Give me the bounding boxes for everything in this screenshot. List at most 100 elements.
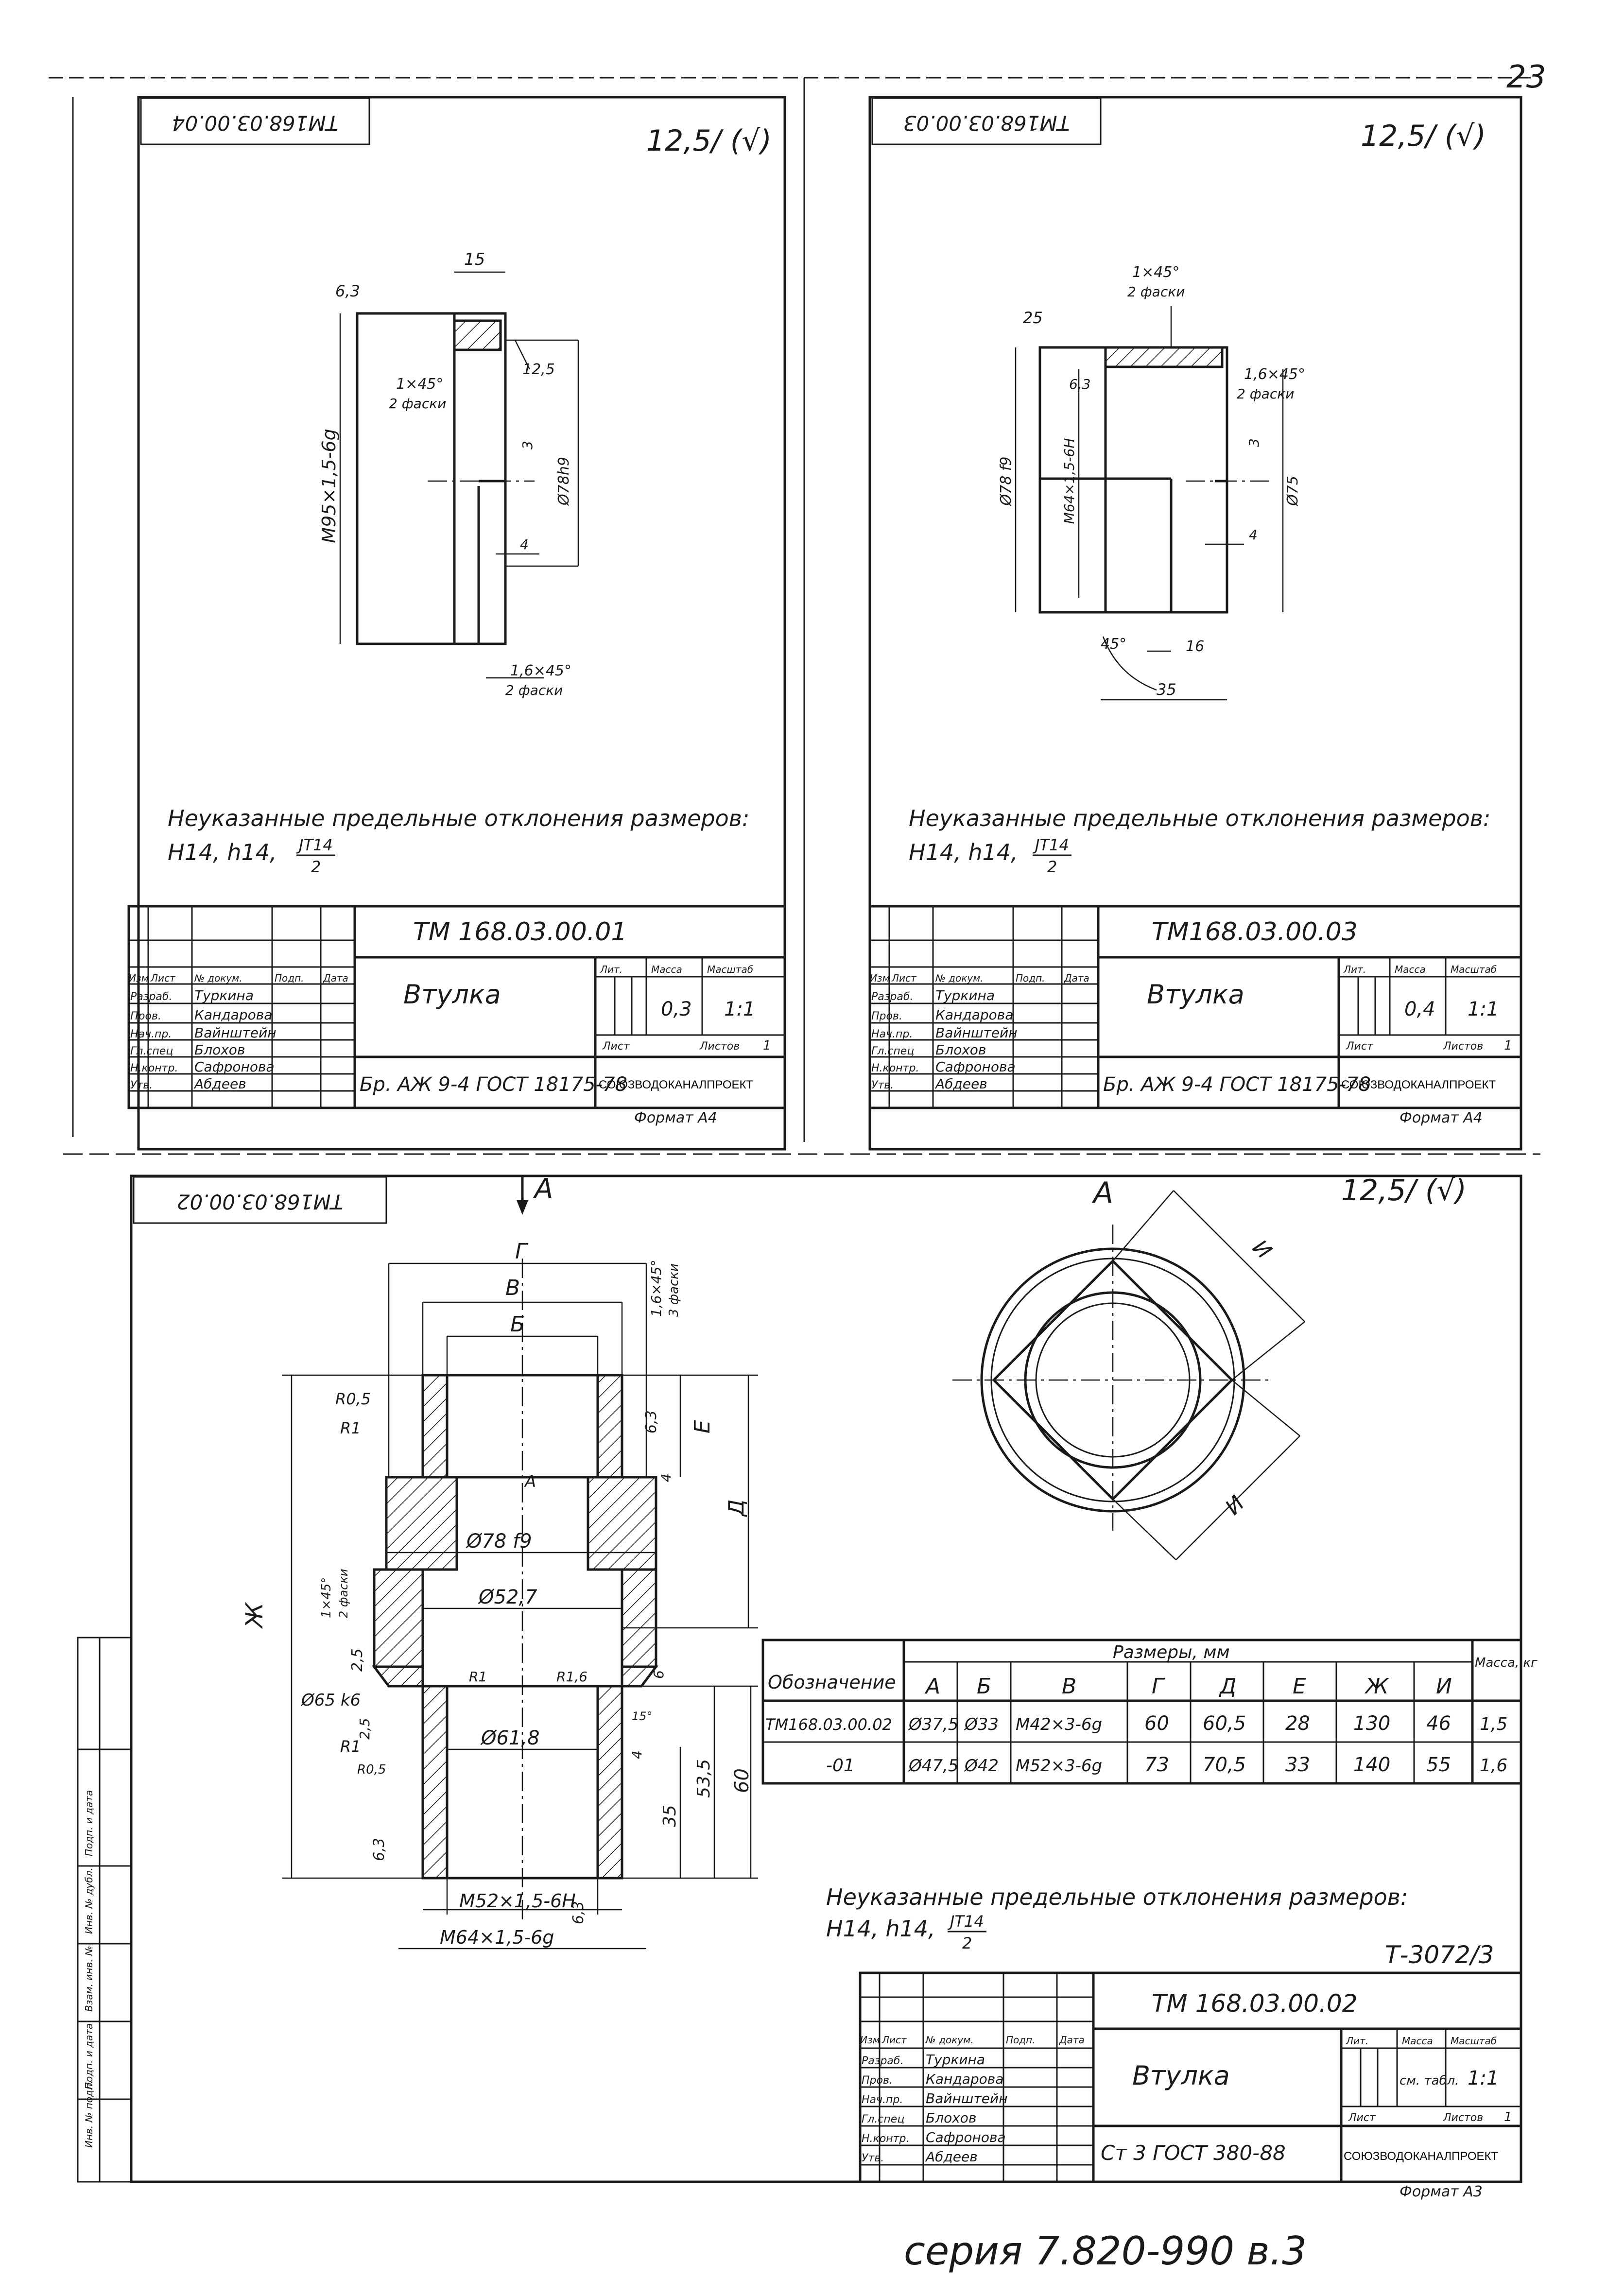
col-D: Д [1219,1674,1236,1699]
head-lit: Лит. [1343,964,1366,975]
dim-Zh: Ж [241,1602,268,1629]
role-glspec: Гл.спец [871,1045,914,1057]
binding-strip [77,1637,132,2183]
head-scale: Масштаб [1451,964,1497,975]
head-izm: Изм [870,972,890,984]
role-utv: Утв. [130,1079,153,1091]
dim-roughness-25: 25 [1023,309,1043,327]
outer-diameter: Ø78 f9 [998,457,1015,507]
cell: 55 [1426,1754,1451,1776]
scale-value: 1:1 [1468,998,1499,1020]
role-razrab: Разраб. [862,2055,903,2067]
roughness-mark: 12,5/ (√) [1341,1174,1467,1208]
doc-number: ТМ168.03.00.03 [1152,917,1358,947]
tolerance-fraction-num: JT14 [947,1912,984,1931]
head-data: Дата [1059,2034,1085,2046]
side-label-2: Подп. и дата [83,2023,95,2089]
org-name: СОЮЗВОДОКАНАЛПРОЕКТ [599,1078,753,1091]
dim-15: 15 [464,250,485,269]
person-6: Абдеев [193,1076,246,1092]
sheet-frame [868,96,1522,1151]
cell: 46 [1426,1712,1451,1735]
person-5: Сафронова [935,1059,1016,1075]
dim-D: Д [724,1500,749,1517]
size-table [761,1639,1522,1785]
dim-B: Б [510,1312,525,1337]
cell: 60 [1144,1712,1169,1735]
dim-53-5: 53,5 [694,1759,714,1798]
diameter-52: Ø52,7 [478,1586,537,1608]
dim-E: Е [690,1420,715,1433]
roughness-63b: 6,3 [371,1838,388,1861]
dim-35: 35 [660,1805,680,1827]
part-section [1015,306,1284,701]
chamfer-label: 1,6×45° [648,1260,664,1317]
dim-35: 35 [1157,680,1176,699]
head-ndokum: № докум. [194,972,242,984]
thread-m64: М64×1,5-6g [440,1927,554,1948]
format-label: Формат А4 [1400,1109,1483,1126]
series-footer: серия 7.820-990 в.3 [904,2228,1307,2274]
person-2: Кандарова [194,1007,272,1023]
chamfer-count: 3 фаски [667,1263,681,1317]
dim-I-lower: И [1221,1491,1249,1519]
role-utv: Утв. [862,2152,884,2164]
chamfer2-count: 2 фаски [1237,386,1294,402]
head-massa: Масса [1395,964,1426,975]
dim-6: 6 [651,1670,667,1679]
dim-I-upper: И [1247,1235,1276,1264]
radius-05: R0,5 [335,1390,371,1408]
person-2: Кандарова [926,2071,1003,2087]
part-section [282,1259,758,1950]
diameter-65: Ø65 k6 [300,1691,361,1710]
mass-value: см. табл. [1400,2073,1459,2088]
table-row: ТМ168.03.00.02 Ø37,5 Ø33 М42×3-6g 60 60,… [765,1712,1507,1735]
part-section [339,271,579,679]
cell: 73 [1144,1754,1169,1776]
sheets-total: 1 [1504,2110,1512,2124]
sheet-reference: Т-3072/3 [1385,1941,1494,1969]
diameter-78: Ø78 f9 [466,1530,532,1553]
dim-3: 3 [519,441,536,449]
chamfer-label: 1×45° [396,376,443,393]
cell: 140 [1353,1754,1390,1776]
dim-60: 60 [731,1768,753,1793]
role-nkontr: Н.контр. [130,1062,178,1074]
person-4: Блохов [926,2110,976,2126]
view-title: А [1091,1176,1113,1210]
stamp-text: ТМ168.03.00.03 [903,111,1070,135]
col-A: А [924,1674,940,1699]
sheet-top-right: ТМ168.03.00.03 12,5/ (√) 1×45° 2 фаски 2… [803,78,1522,1151]
head-scale: Масштаб [707,964,753,975]
chamfer2-label: 1,6×45° [1244,366,1305,383]
head-sheets: Листов [699,1040,740,1053]
role-glspec: Гл.спец [130,1045,173,1057]
person-6: Абдеев [925,2149,978,2165]
col-V: В [1062,1674,1076,1699]
stamp-box [871,97,1102,145]
tolerance-note: Неуказанные предельные отклонения размер… [826,1884,1408,1910]
dim-4: 4 [520,536,529,552]
cell: Ø47,5 [908,1756,958,1776]
scale-value: 1:1 [1468,2067,1499,2089]
cell: 1,6 [1480,1756,1507,1776]
person-1: Туркина [926,2052,985,2068]
head-scale: Масштаб [1451,2035,1497,2047]
person-3: Вайнштейн [926,2090,1008,2106]
stamp-text: ТМ168.03.00.04 [172,111,338,135]
radius-1c: R1 [340,1737,361,1756]
head-sheets: Листов [1443,2112,1483,2124]
dim-V: В [505,1276,520,1300]
head-ndokum: № докум. [925,2034,974,2046]
chamfer2-label: 1×45° [319,1577,334,1618]
head-list: Лист [891,972,917,984]
head-izm: Изм [860,2034,880,2046]
person-4: Блохов [194,1042,245,1058]
doc-number: ТМ 168.03.00.01 [413,917,627,947]
material: Бр. АЖ 9-4 ГОСТ 18175-78 [1103,1073,1371,1096]
title-block [868,905,1522,1109]
col-Zh: Ж [1364,1674,1389,1699]
view-arrow-head [517,1200,528,1215]
person-1: Туркина [194,987,254,1003]
cell: 28 [1285,1712,1310,1735]
